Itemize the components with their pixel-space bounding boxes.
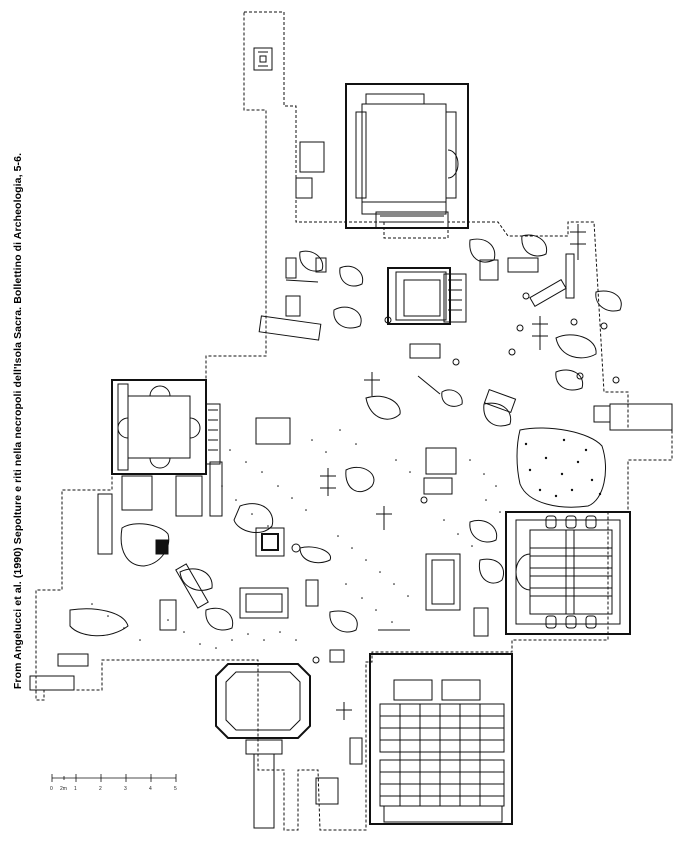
scale-labels: 0 2m 1 2 3 4 5 — [50, 786, 177, 792]
scale-label-4: 4 — [149, 786, 152, 792]
round-marks — [291, 292, 620, 664]
scale-label-1: 1 — [74, 786, 77, 792]
building-right — [505, 511, 631, 635]
building-bottom-right — [369, 653, 513, 825]
scale-label-2m: 2m — [60, 786, 67, 792]
scale-label-0: 0 — [50, 786, 53, 792]
scale-label-5: 5 — [174, 786, 177, 792]
building-left — [111, 379, 221, 475]
scale-bar — [51, 774, 177, 782]
excavation-boundary — [35, 11, 673, 831]
building-central — [387, 267, 467, 325]
scale-label-2: 2 — [99, 786, 102, 792]
stipple-areas — [91, 429, 602, 649]
tomb-top-left — [253, 47, 273, 71]
scale-label-3: 3 — [124, 786, 127, 792]
building-top — [345, 83, 469, 229]
building-bottom-center — [215, 663, 311, 829]
